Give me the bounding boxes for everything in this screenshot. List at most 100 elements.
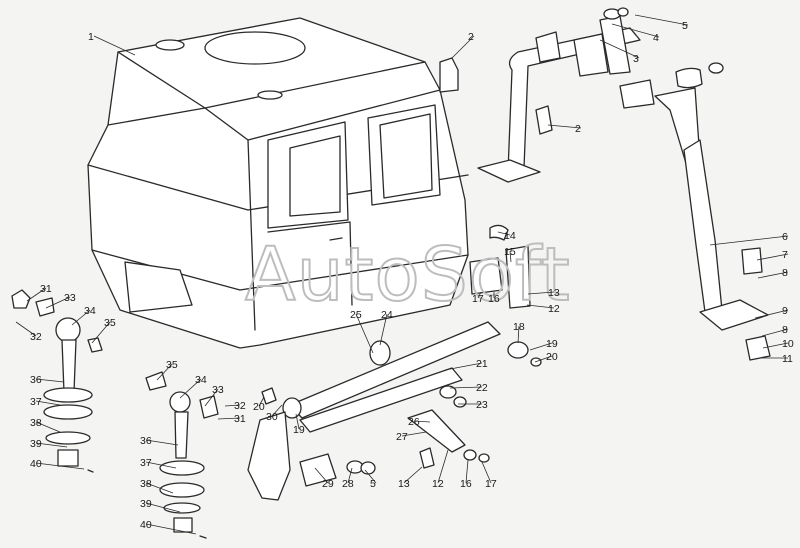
callout-leader-c17b bbox=[481, 461, 492, 484]
callout-leader-c39b bbox=[145, 502, 181, 513]
callout-label-c15: 15 bbox=[504, 246, 516, 258]
callout-label-c2a: 2 bbox=[468, 31, 474, 43]
callout-leader-c3 bbox=[599, 39, 640, 59]
callout-leader-c22 bbox=[449, 386, 483, 389]
callout-leader-c36a bbox=[35, 378, 65, 383]
callout-label-c33a: 33 bbox=[64, 292, 76, 304]
callout-label-c37a: 37 bbox=[30, 396, 42, 408]
callout-label-c32b: 32 bbox=[234, 400, 246, 412]
callout-label-c8a: 8 bbox=[782, 267, 788, 279]
callout-label-c22: 22 bbox=[476, 382, 488, 394]
callout-label-c4: 4 bbox=[653, 32, 659, 44]
callout-label-c31a: 31 bbox=[40, 283, 52, 295]
callout-leader-c13a bbox=[527, 291, 555, 295]
callout-leader-c2a bbox=[451, 35, 475, 59]
callout-label-c2b: 2 bbox=[575, 123, 581, 135]
callout-leader-c38a bbox=[35, 421, 61, 433]
callout-label-c39b: 39 bbox=[140, 498, 152, 510]
callout-leader-c9 bbox=[754, 309, 789, 319]
callout-leader-c13b bbox=[403, 466, 423, 484]
callout-label-c5b: 5 bbox=[370, 478, 376, 490]
callout-label-c20b: 20 bbox=[253, 401, 265, 413]
callout-leader-c33b bbox=[204, 388, 219, 407]
callout-leader-c31b bbox=[217, 417, 241, 420]
callout-label-c12b: 12 bbox=[432, 478, 444, 490]
callout-leader-c26 bbox=[413, 420, 431, 423]
callout-leader-c8a bbox=[757, 271, 789, 279]
callout-label-c16b: 16 bbox=[460, 478, 472, 490]
latch-assembly bbox=[469, 224, 531, 309]
callout-leader-c35b bbox=[156, 363, 173, 381]
callout-leader-c5b bbox=[364, 469, 377, 484]
lock-assembly-lower bbox=[407, 409, 490, 469]
callout-label-c33b: 33 bbox=[212, 384, 224, 396]
torsion-link bbox=[282, 321, 501, 433]
callout-leader-c4 bbox=[611, 23, 660, 38]
callout-leader-c6 bbox=[709, 235, 789, 246]
callout-label-c18: 18 bbox=[513, 321, 525, 333]
callout-leader-c21 bbox=[444, 362, 483, 371]
callout-label-c16a: 16 bbox=[488, 293, 500, 305]
callout-label-c19: 19 bbox=[546, 338, 558, 350]
callout-leader-c32b bbox=[224, 404, 241, 407]
mount-left bbox=[11, 289, 103, 473]
callout-label-c36a: 36 bbox=[30, 374, 42, 386]
callout-label-c40a: 40 bbox=[30, 458, 42, 470]
callout-leader-c33a bbox=[45, 296, 71, 309]
mount-center bbox=[145, 371, 219, 539]
callout-label-c1: 1 bbox=[88, 31, 94, 43]
callout-leader-c14 bbox=[497, 231, 511, 236]
callout-leader-c20b bbox=[258, 396, 265, 407]
callout-label-c35a: 35 bbox=[104, 317, 116, 329]
callout-leader-c40b bbox=[145, 523, 197, 535]
callout-label-c29: 29 bbox=[322, 478, 334, 490]
callout-leader-c18 bbox=[517, 325, 520, 344]
callout-leader-c20a bbox=[534, 355, 553, 363]
callout-leader-c34a bbox=[71, 309, 91, 326]
cab-body bbox=[87, 17, 469, 349]
callout-label-c14: 14 bbox=[504, 230, 516, 242]
callout-leader-c10 bbox=[762, 342, 789, 349]
callout-leader-c25 bbox=[355, 313, 374, 354]
callout-label-c36b: 36 bbox=[140, 435, 152, 447]
callout-label-c25: 25 bbox=[350, 309, 362, 321]
callout-label-c39a: 39 bbox=[30, 438, 42, 450]
callout-label-c21: 21 bbox=[476, 358, 488, 370]
callout-leader-c12a bbox=[526, 304, 555, 309]
tilt-frame bbox=[477, 7, 771, 361]
callout-label-c12a: 12 bbox=[548, 303, 560, 315]
callout-leader-c16b bbox=[465, 459, 469, 484]
callout-label-c35b: 35 bbox=[166, 359, 178, 371]
callout-leader-c32a bbox=[15, 321, 37, 337]
callout-label-c38a: 38 bbox=[30, 417, 42, 429]
callout-leader-c7 bbox=[756, 253, 789, 261]
callout-label-c32a: 32 bbox=[30, 331, 42, 343]
callout-leader-c39a bbox=[35, 442, 68, 448]
callout-leader-c34b bbox=[179, 378, 202, 399]
callout-leader-c19 bbox=[529, 342, 553, 351]
callout-leader-c2b bbox=[547, 124, 582, 129]
callout-leader-c17a bbox=[477, 291, 482, 299]
callout-label-c17b: 17 bbox=[485, 478, 497, 490]
callout-label-c13b: 13 bbox=[398, 478, 410, 490]
callout-label-c34a: 34 bbox=[84, 305, 96, 317]
callout-leader-c12b bbox=[437, 449, 449, 484]
callout-label-c5a: 5 bbox=[682, 20, 688, 32]
callout-label-c40b: 40 bbox=[140, 519, 152, 531]
callout-leader-c28 bbox=[347, 467, 353, 484]
callout-label-c8b: 8 bbox=[782, 324, 788, 336]
callout-label-c7: 7 bbox=[782, 249, 788, 261]
bracket-top bbox=[439, 57, 459, 93]
callout-label-c31b: 31 bbox=[234, 413, 246, 425]
callout-leader-c29 bbox=[314, 467, 329, 484]
callout-leader-c40a bbox=[35, 462, 85, 470]
mounting-plate bbox=[247, 387, 376, 501]
callout-label-c23: 23 bbox=[476, 399, 488, 411]
callout-leader-c31a bbox=[26, 287, 47, 302]
callout-label-c17a: 17 bbox=[472, 293, 484, 305]
callout-leader-c24 bbox=[379, 313, 388, 346]
callout-label-c9: 9 bbox=[782, 305, 788, 317]
callout-label-c28: 28 bbox=[342, 478, 354, 490]
